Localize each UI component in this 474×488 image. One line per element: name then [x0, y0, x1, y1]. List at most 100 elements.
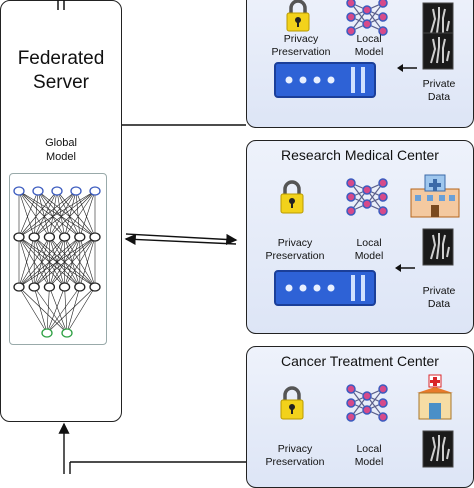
network-edge: [33, 190, 58, 238]
server-rack-icon: [274, 62, 376, 98]
center-name: Research Medical Center: [281, 147, 439, 163]
rack-light: [327, 284, 335, 292]
network-edge: [64, 190, 77, 238]
rack-light: [285, 284, 293, 292]
neural-network-icon: [346, 384, 388, 422]
network-edge: [18, 190, 77, 238]
network-node: [58, 232, 71, 242]
rack-light: [285, 76, 293, 84]
network-edge: [34, 190, 96, 238]
network-node: [89, 282, 101, 292]
network-node: [32, 186, 44, 196]
network-edge: [49, 286, 68, 334]
network-node: [51, 186, 63, 196]
rack-light: [313, 76, 321, 84]
mini-node: [378, 26, 388, 36]
mini-node: [378, 384, 388, 394]
network-node: [28, 232, 40, 242]
private-data-line1: Private: [422, 285, 456, 297]
hospital-building-icon: [410, 174, 460, 218]
network-edge: [33, 190, 39, 238]
privacy-label: Privacy Preservation: [261, 33, 341, 59]
network-edge: [49, 190, 96, 238]
center-to-server-arrow: [124, 233, 237, 246]
neural-network-icon: [346, 0, 388, 36]
network-node: [13, 186, 25, 196]
mini-node: [362, 185, 372, 195]
mini-node: [346, 192, 356, 202]
clinic-building-icon: [417, 374, 453, 420]
network-edge: [18, 236, 80, 288]
local-model-line2: Model: [354, 250, 384, 263]
privacy-line2: Preservation: [265, 456, 325, 469]
network-edge: [37, 190, 96, 238]
medical-center-2: Research Medical Center Privacy Preserva…: [246, 140, 474, 334]
network-edge: [64, 286, 68, 334]
private-data-label: Private Data: [407, 78, 471, 104]
server-rack-icon: [274, 270, 376, 306]
network-edge: [18, 236, 35, 288]
mini-node: [362, 405, 372, 415]
privacy-line2: Preservation: [271, 46, 331, 59]
rack-slot: [351, 67, 355, 93]
mini-node: [346, 12, 356, 22]
mini-node: [346, 412, 356, 422]
local-model-line2: Model: [354, 46, 384, 59]
server-to-center-arrow: [125, 233, 238, 246]
privacy-line1: Privacy: [277, 443, 313, 455]
xray-bones: [430, 7, 450, 34]
network-edge: [37, 190, 50, 238]
lock-icon: [280, 386, 304, 420]
global-model-label: Global Model: [1, 137, 121, 165]
network-edge: [79, 190, 96, 238]
mini-node: [346, 0, 356, 8]
mini-node: [362, 391, 372, 401]
network-edge: [56, 190, 65, 238]
xray-icon: [422, 228, 454, 266]
rack-light: [299, 284, 307, 292]
private-data-line1: Private: [422, 78, 456, 90]
network-edge: [49, 236, 96, 288]
network-edge: [66, 286, 81, 334]
global-model-line1: Global: [45, 137, 77, 149]
network-edge: [46, 286, 81, 334]
arrow-left-icon: [397, 64, 417, 72]
network-edge: [18, 190, 58, 238]
network-edge: [46, 286, 65, 334]
mini-node: [362, 199, 372, 209]
rack-light: [327, 76, 335, 84]
network-edge: [33, 286, 68, 334]
network-node: [89, 232, 101, 242]
network-edge: [46, 286, 50, 334]
local-model-label: Local Model: [341, 237, 397, 263]
mini-node: [378, 12, 388, 22]
mini-node: [378, 398, 388, 408]
network-edge: [37, 190, 81, 238]
rack-slot: [361, 275, 365, 301]
network-node: [13, 232, 25, 242]
network-edge: [18, 236, 50, 288]
network-node: [74, 282, 86, 292]
network-node: [43, 282, 56, 292]
network-node: [41, 328, 53, 338]
network-node: [28, 282, 40, 292]
server-title-line2: Server: [33, 71, 89, 93]
network-edge: [64, 190, 96, 238]
privacy-line1: Privacy: [283, 33, 319, 45]
global-model-network: [13, 186, 101, 338]
mini-node: [346, 398, 356, 408]
arrow-left-icon: [395, 264, 415, 272]
medical-center-3: Cancer Treatment Center Privacy Preserva…: [246, 346, 474, 488]
network-edge: [33, 286, 48, 334]
federated-server-box: Federated Server Global Model: [0, 0, 122, 422]
mini-node: [378, 192, 388, 202]
network-edge: [18, 236, 65, 288]
private-data-line2: Data: [427, 298, 451, 311]
network-edge: [49, 190, 58, 238]
xray-bones: [430, 435, 450, 462]
rack-body: [274, 270, 376, 306]
mini-node: [362, 19, 372, 29]
rack-body: [274, 62, 376, 98]
network-edge: [33, 190, 77, 238]
network-edge: [18, 286, 48, 334]
